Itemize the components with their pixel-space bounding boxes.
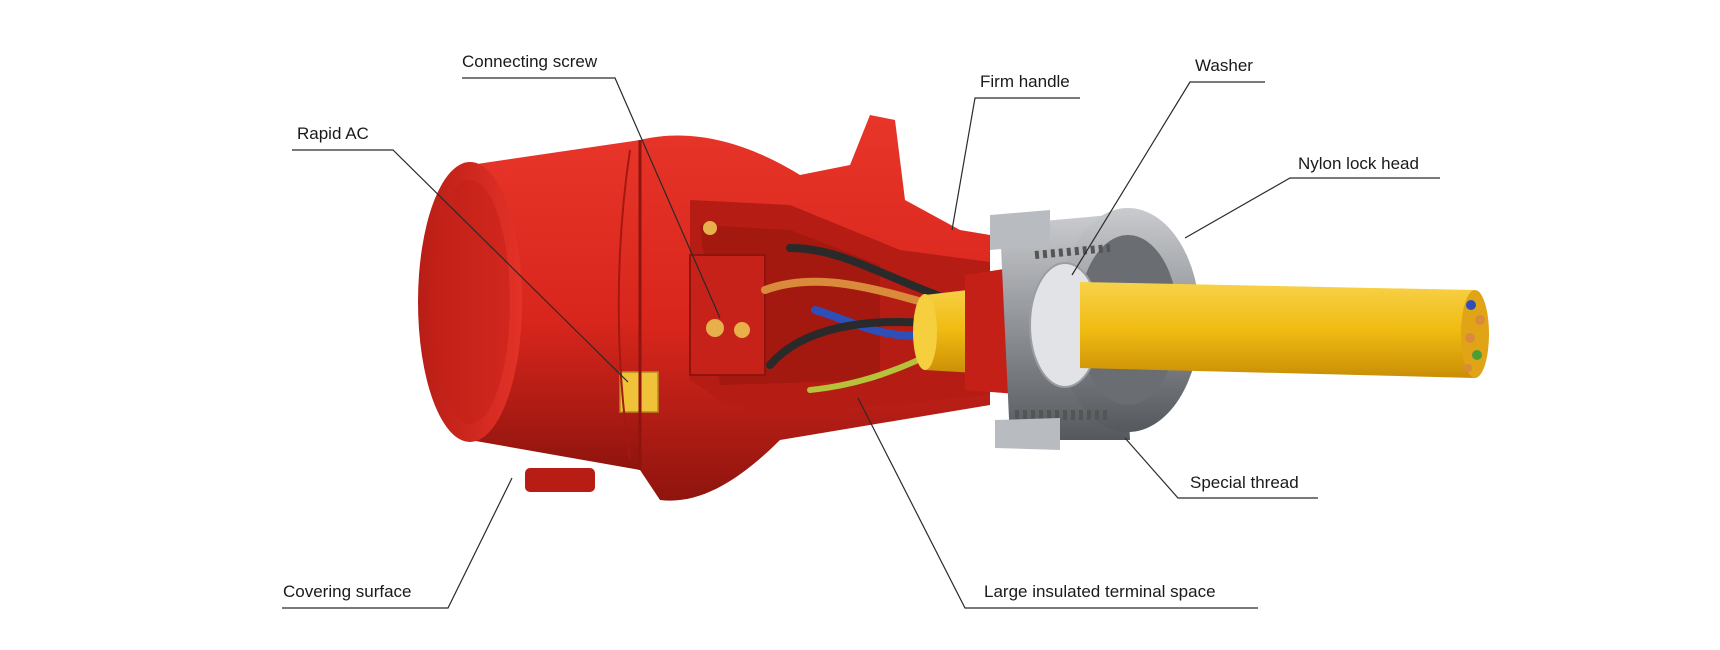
label-special-thread: Special thread xyxy=(1190,473,1299,492)
label-large-insulated-terminal-space: Large insulated terminal space xyxy=(984,582,1216,601)
label-connecting-screw: Connecting screw xyxy=(462,52,598,71)
leader-nylon-lock-head xyxy=(1184,177,1440,239)
leader-firm-handle xyxy=(951,97,1080,231)
label-nylon-lock-head: Nylon lock head xyxy=(1298,154,1419,173)
leader-covering-surface xyxy=(282,477,513,609)
label-firm-handle: Firm handle xyxy=(980,72,1070,91)
front-cylinder xyxy=(418,140,640,492)
label-washer: Washer xyxy=(1195,56,1253,75)
label-rapid-ac: Rapid AC xyxy=(297,124,369,143)
leader-rapid-ac xyxy=(292,149,629,383)
leader-connecting-screw xyxy=(462,77,721,319)
leader-special-thread xyxy=(1124,437,1318,499)
label-covering-surface: Covering surface xyxy=(283,582,412,601)
leader-large-insulated-terminal-space xyxy=(857,397,1258,609)
yellow-cable xyxy=(1080,282,1489,378)
leader-washer xyxy=(1071,81,1265,276)
leader-lines xyxy=(282,77,1440,609)
